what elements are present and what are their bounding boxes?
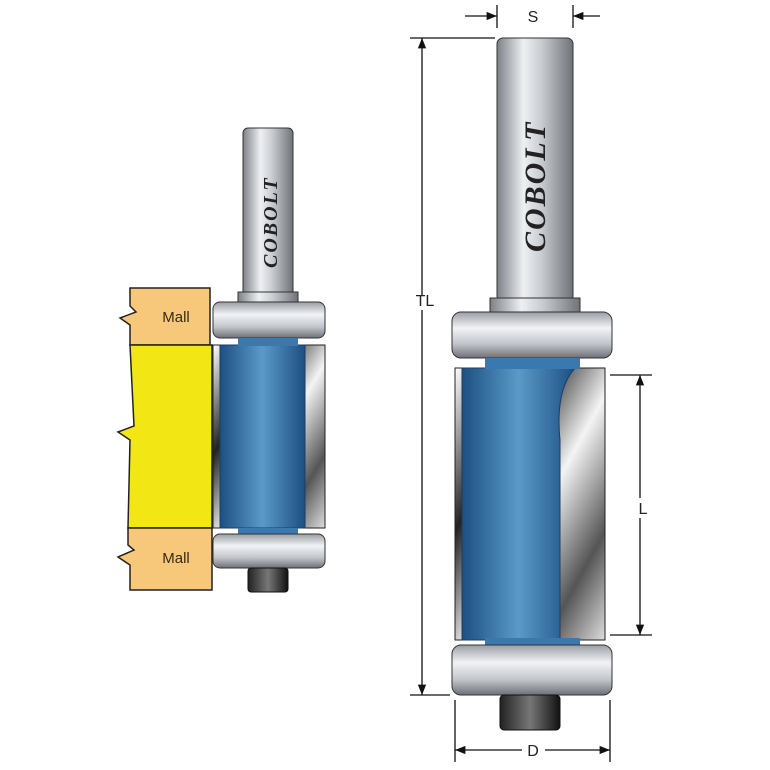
- workpiece: [116, 344, 213, 529]
- dimension-l: [610, 374, 652, 636]
- template-bottom-label: Mall: [162, 550, 190, 567]
- brand-logo-large: COBOLT: [519, 121, 552, 252]
- dimension-l-label: L: [639, 501, 648, 518]
- template-top: Mall: [118, 287, 211, 346]
- dimension-s-label: S: [528, 9, 539, 26]
- router-bit-large: COBOLT: [451, 37, 613, 731]
- router-bit-small: COBOLT: [212, 127, 326, 593]
- dimension-s: [465, 5, 600, 28]
- dimension-d: [454, 700, 611, 762]
- brand-logo-small: COBOLT: [260, 176, 282, 268]
- dimension-tl-label: TL: [416, 293, 435, 310]
- dimension-d-label: D: [527, 743, 539, 760]
- dimension-tl: [410, 37, 495, 696]
- template-bottom: Mall: [116, 527, 213, 591]
- template-top-label: Mall: [162, 309, 190, 326]
